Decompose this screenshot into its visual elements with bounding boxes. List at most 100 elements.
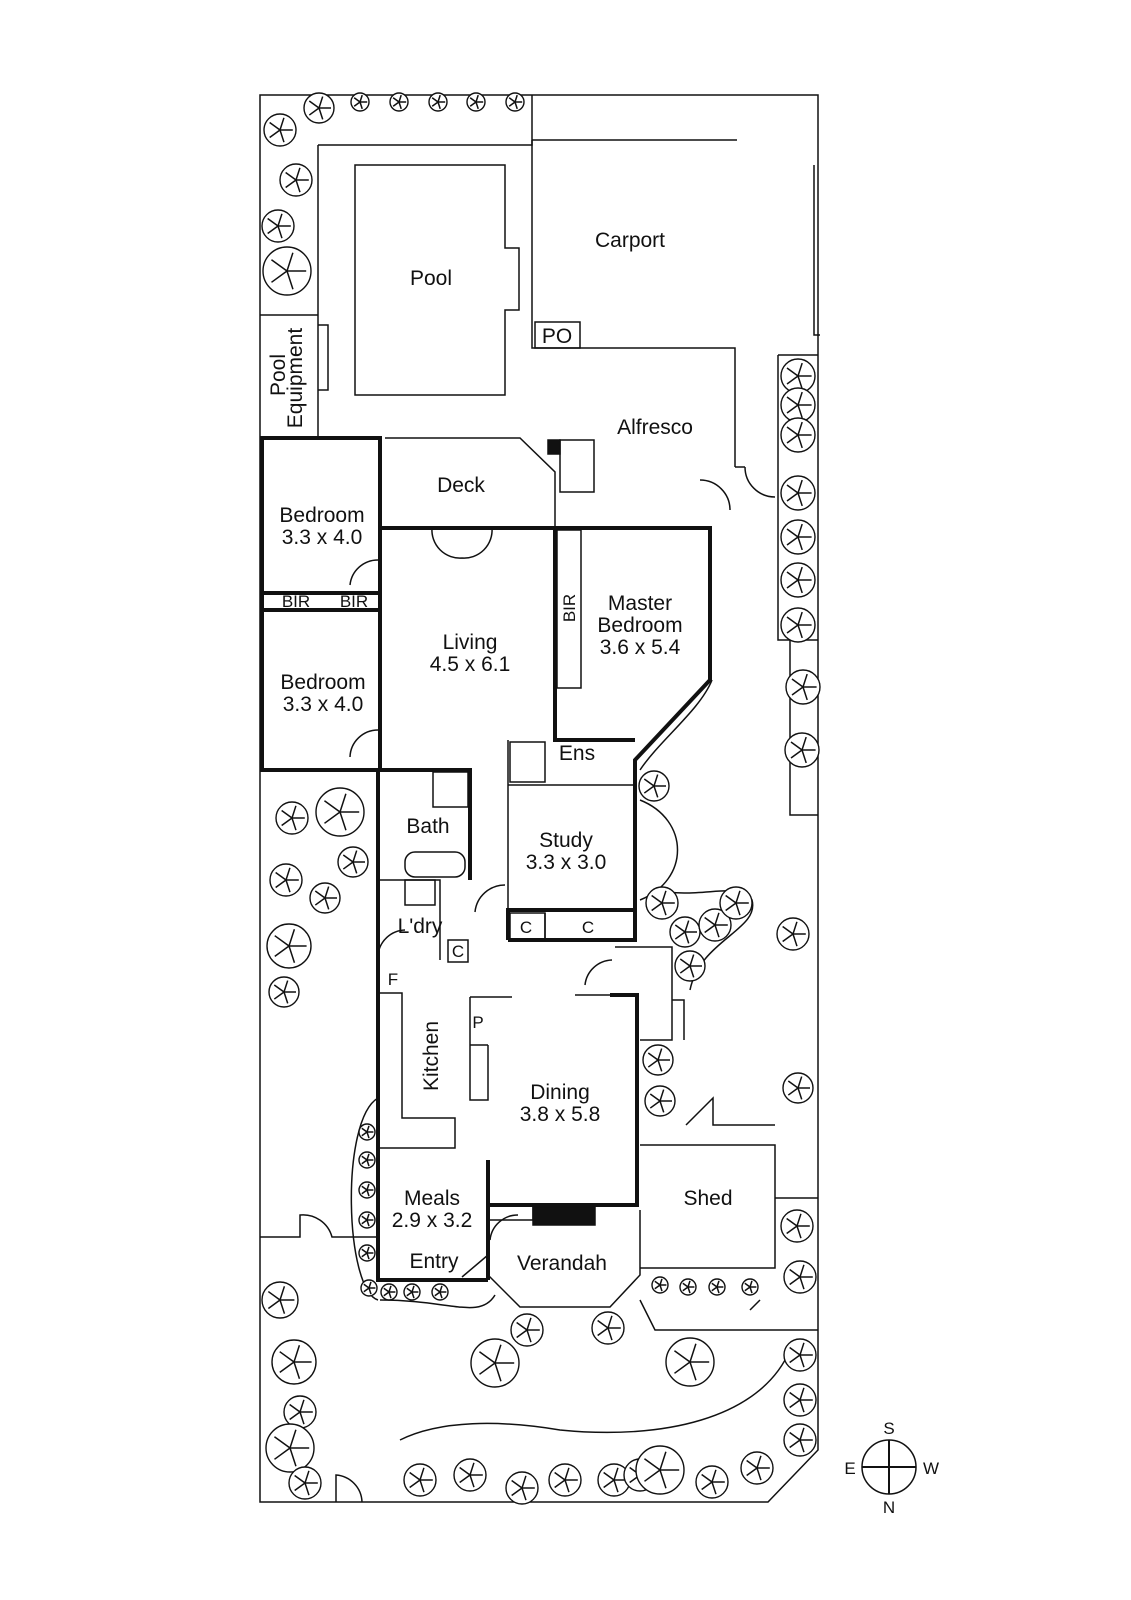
label-bedroom-2-size: 3.3 x 4.0 <box>283 693 364 716</box>
tree-icon-detail <box>361 1246 374 1260</box>
tree-icon-detail <box>679 954 702 978</box>
tree-icon-detail <box>786 362 812 390</box>
tree-icon-detail <box>431 94 446 110</box>
label-fridge: F <box>388 970 398 989</box>
tree-icon-detail <box>649 1089 672 1113</box>
label-cupboard-3: C <box>452 942 464 961</box>
label-ensuite: Ens <box>559 742 595 765</box>
label-meals-size: 2.9 x 3.2 <box>392 1209 473 1232</box>
label-verandah: Verandah <box>517 1252 607 1275</box>
label-bedroom-2: Bedroom <box>280 671 365 694</box>
tree-icon-detail <box>789 1387 813 1413</box>
tree-icon-detail <box>711 1280 724 1294</box>
tree-icon-detail <box>647 1048 670 1072</box>
tree-icon-detail <box>274 929 307 963</box>
tree-icon-detail <box>267 1286 295 1314</box>
tree-icon-detail <box>786 611 812 639</box>
label-bedroom-1: Bedroom <box>279 504 364 527</box>
label-po: PO <box>542 325 572 348</box>
tree-icon-detail <box>281 805 305 831</box>
tree-icon-detail <box>353 94 368 110</box>
tree-icon-detail <box>791 673 817 701</box>
label-study: Study <box>539 829 593 852</box>
tree-icon-detail <box>409 1467 433 1493</box>
tree-icon-detail <box>644 1451 680 1489</box>
label-laundry: L'dry <box>398 915 443 938</box>
tree-icon-detail <box>787 1076 810 1100</box>
label-pool: Pool <box>410 267 452 290</box>
tree-icon-detail <box>271 252 307 290</box>
tree-icon-detail <box>275 867 299 893</box>
compass-north: N <box>883 1498 895 1517</box>
tree-icon-detail <box>383 1285 396 1299</box>
tree-icon-detail <box>273 980 296 1004</box>
tree-icon-detail <box>392 94 407 110</box>
label-shed: Shed <box>683 1187 732 1210</box>
tree-icon-detail <box>725 890 749 916</box>
label-master-1: Master <box>608 592 672 615</box>
tree-icon-detail <box>789 1264 813 1290</box>
tree-icon-detail <box>269 117 293 143</box>
label-living: Living <box>443 631 498 654</box>
tree-icon-detail <box>285 167 309 193</box>
tree-icon-detail <box>324 793 360 831</box>
label-pool-equipment-2: Equipment <box>284 328 307 429</box>
tree-icon-detail <box>289 1399 313 1425</box>
label-cupboard-1: C <box>520 918 532 937</box>
tree-icon-detail <box>654 1278 667 1292</box>
tree-icon-detail <box>294 1470 318 1496</box>
tree-icon-detail <box>406 1285 419 1299</box>
tree-icon-detail <box>597 1315 621 1341</box>
tree-icon-detail <box>361 1153 374 1167</box>
label-deck: Deck <box>437 474 485 497</box>
tree-icon-detail <box>479 1344 515 1382</box>
trees <box>261 92 821 1505</box>
label-pantry: P <box>472 1013 483 1032</box>
label-bath: Bath <box>406 815 449 838</box>
tree-icon-detail <box>342 850 365 874</box>
label-meals: Meals <box>404 1187 460 1210</box>
label-carport: Carport <box>595 229 665 252</box>
compass-east: E <box>844 1459 855 1478</box>
outdoor-lines <box>260 95 820 1503</box>
tree-icon-detail <box>469 94 484 110</box>
tree-icon-detail <box>516 1317 540 1343</box>
house-walls <box>260 436 712 1282</box>
label-pool-equipment-1: Pool <box>267 354 290 396</box>
tree-icon-detail <box>274 1429 310 1467</box>
tree-icon-detail <box>789 1342 813 1368</box>
tree-icon-detail <box>682 1280 695 1294</box>
tree-icon-detail <box>603 1467 627 1493</box>
label-master-size: 3.6 x 5.4 <box>600 636 681 659</box>
tree-icon-detail <box>361 1213 374 1227</box>
tree-icon-detail <box>786 479 812 507</box>
compass-south: S <box>883 1419 894 1438</box>
tree-icon-detail <box>786 566 812 594</box>
tree-icon-detail <box>314 886 337 910</box>
tree-icon-detail <box>511 1475 535 1501</box>
label-study-size: 3.3 x 3.0 <box>526 851 607 874</box>
tree-icon-detail <box>790 736 816 764</box>
label-kitchen: Kitchen <box>420 1021 443 1091</box>
tree-icon-detail <box>704 912 728 938</box>
tree-icon-detail <box>361 1125 374 1139</box>
interior-details <box>349 527 635 1278</box>
site-boundary <box>259 94 819 1503</box>
label-living-size: 4.5 x 6.1 <box>430 653 511 676</box>
tree-icon-detail <box>508 94 523 110</box>
label-bedroom-1-size: 3.3 x 4.0 <box>282 526 363 549</box>
label-bir-1: BIR <box>282 592 310 611</box>
tree-icon-detail <box>434 1285 447 1299</box>
tree-icon-detail <box>674 920 697 944</box>
tree-icon-detail <box>789 1427 813 1453</box>
label-alfresco: Alfresco <box>617 416 693 439</box>
tree-icon-detail <box>554 1467 578 1493</box>
tree-icon-detail <box>267 213 291 239</box>
tree-icon-detail <box>674 1343 710 1381</box>
tree-icon-detail <box>459 1462 483 1488</box>
label-bir-2: BIR <box>340 592 368 611</box>
tree-icon-detail <box>786 523 812 551</box>
compass: S E W N <box>844 1419 939 1517</box>
label-cupboard-2: C <box>582 918 594 937</box>
